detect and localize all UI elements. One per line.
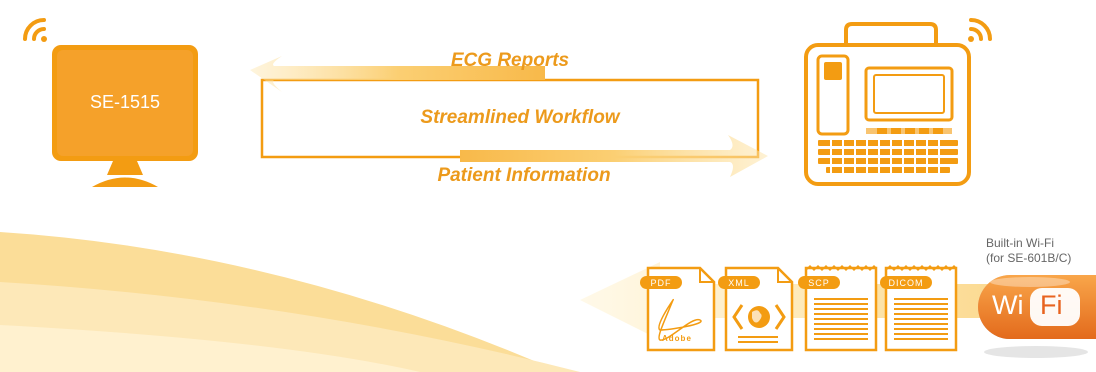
dicom-document-icon — [880, 264, 958, 352]
pdf-tag: PDF — [650, 278, 672, 288]
wifi-caption-line1: Built-in Wi-Fi — [986, 236, 1054, 250]
wifi-signal-icon — [968, 18, 992, 42]
xml-document-icon — [718, 266, 794, 352]
workflow-box — [260, 78, 760, 159]
ecg-device-icon — [804, 22, 971, 186]
wifi-signal-icon — [23, 18, 47, 42]
dicom-tag: DICOM — [888, 278, 924, 288]
background-sweep — [0, 232, 580, 372]
pdf-document-icon — [640, 266, 716, 352]
scp-tag: SCP — [808, 278, 830, 288]
ecg-reports-label: ECG Reports — [450, 50, 570, 71]
monitor-label: SE-1515 — [89, 92, 161, 112]
monitor-icon — [52, 45, 198, 187]
arrow-right — [460, 135, 768, 177]
export-arrow — [580, 262, 1010, 340]
scp-document-icon — [798, 264, 878, 352]
arrow-left — [250, 56, 545, 92]
wifi-pill-wi: Wi — [992, 290, 1024, 320]
wifi-caption-line2: (for SE-601B/C) — [986, 251, 1072, 265]
xml-tag: XML — [728, 278, 750, 288]
patient-information-label: Patient Information — [437, 165, 611, 186]
wifi-pill-fi: Fi — [1040, 290, 1063, 320]
adobe-label: Adobe — [662, 334, 692, 343]
streamlined-workflow-label: Streamlined Workflow — [420, 107, 620, 128]
wifi-badge-icon — [978, 275, 1096, 358]
